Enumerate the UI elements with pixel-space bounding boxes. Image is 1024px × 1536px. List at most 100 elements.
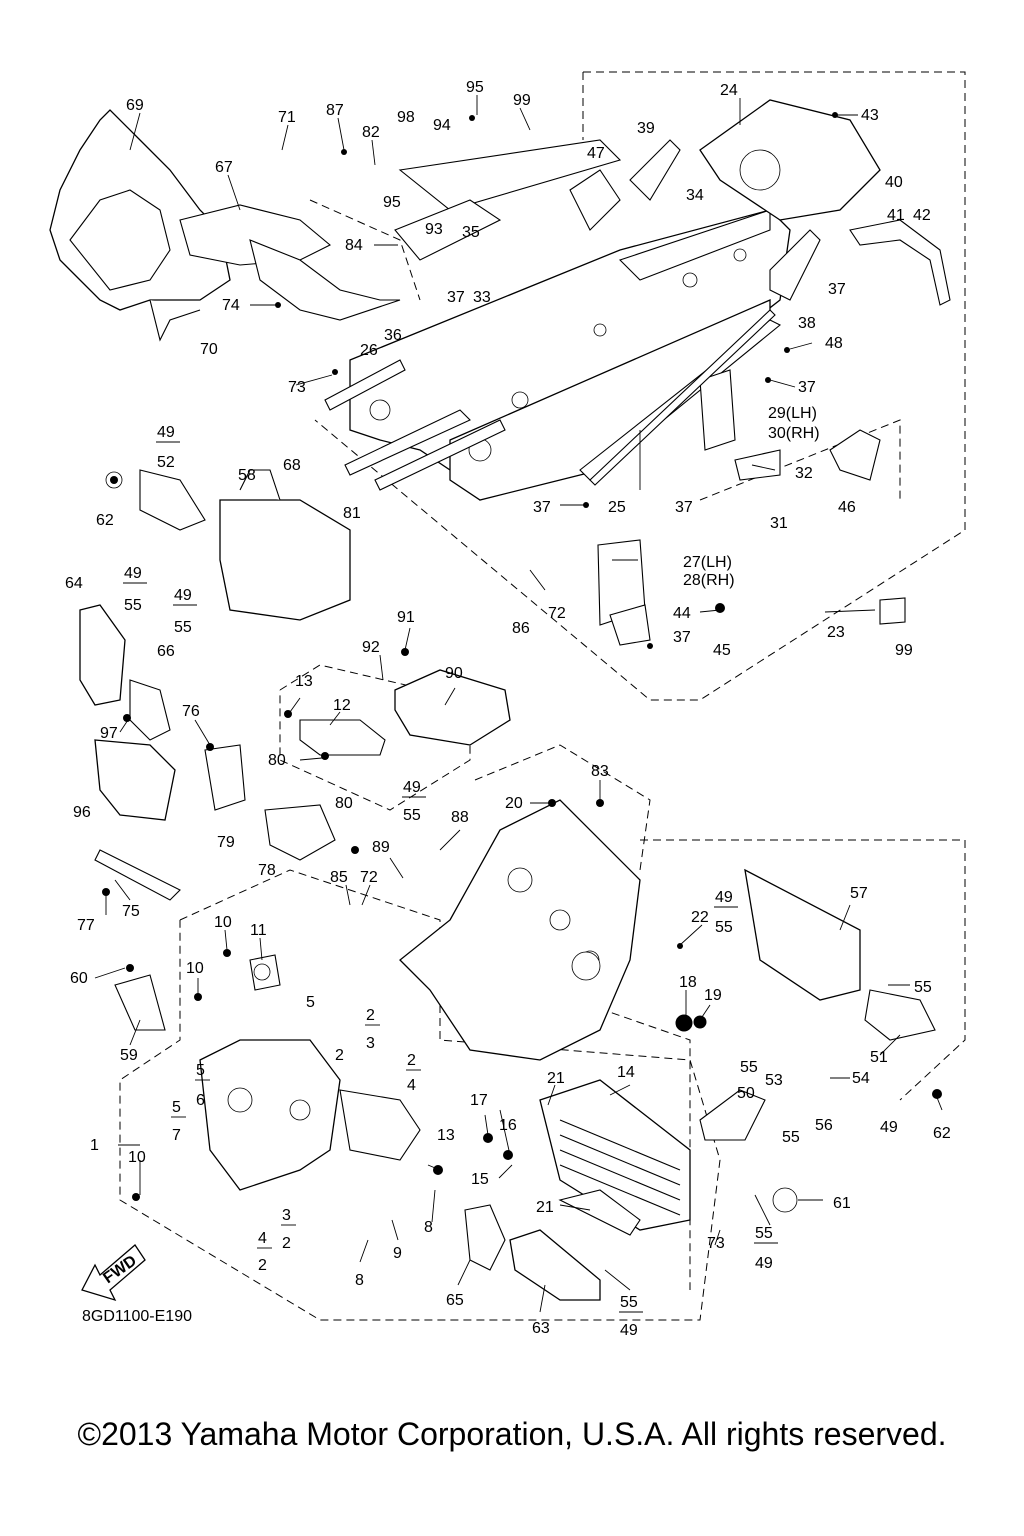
callout-96: 96	[73, 804, 91, 821]
callout-74: 74	[222, 297, 240, 314]
callout-98: 98	[397, 109, 415, 126]
callout-10-b: 10	[186, 960, 204, 977]
callout-2-e: 2	[258, 1257, 267, 1274]
callout-2-b: 2	[335, 1047, 344, 1064]
leader-lines	[94, 95, 943, 1313]
callout-2-c: 2	[407, 1052, 416, 1069]
callout-35: 35	[462, 224, 480, 241]
copyright-notice: ©2013 Yamaha Motor Corporation, U.S.A. A…	[77, 1416, 947, 1452]
front-frame-main	[399, 799, 691, 1231]
callout-4-b: 4	[258, 1230, 267, 1247]
callout-77: 77	[77, 917, 95, 934]
callout-2-d: 2	[282, 1235, 291, 1252]
callout-20: 20	[505, 795, 523, 812]
callout-4-a: 4	[407, 1077, 416, 1094]
callout-37-b: 37	[828, 281, 846, 298]
callout-17: 17	[470, 1092, 488, 1109]
callout-15: 15	[471, 1171, 489, 1188]
callout-37-a: 37	[447, 289, 465, 306]
tunnel-assembly	[349, 139, 791, 501]
callout-58: 58	[238, 467, 256, 484]
callout-49-d: 49	[403, 779, 421, 796]
callout-30rh: 30(RH)	[768, 425, 820, 442]
callout-78: 78	[258, 862, 276, 879]
left-lower-components	[114, 954, 281, 1031]
callout-49-b: 49	[124, 565, 142, 582]
callout-labels: 69 67 71 87 82 98 94 95 99 47 39 24 43 4…	[65, 79, 951, 1339]
slide-rail	[589, 309, 776, 486]
callout-69: 69	[126, 97, 144, 114]
callout-40: 40	[885, 174, 903, 191]
callout-55-g: 55	[740, 1059, 758, 1076]
callout-28rh: 28(RH)	[683, 572, 735, 589]
callout-55-e: 55	[715, 919, 733, 936]
callout-21-a: 21	[547, 1070, 565, 1087]
callout-6: 6	[196, 1092, 205, 1109]
callout-95-top: 95	[466, 79, 484, 96]
callout-42: 42	[913, 207, 931, 224]
callout-93: 93	[425, 221, 443, 238]
callout-73: 73	[707, 1235, 725, 1252]
callout-49-f: 49	[880, 1119, 898, 1136]
callout-97: 97	[100, 725, 118, 742]
callout-39: 39	[637, 120, 655, 137]
callout-55-i: 55	[755, 1225, 773, 1242]
callout-49-h: 49	[620, 1322, 638, 1339]
callout-55-j: 55	[620, 1294, 638, 1311]
callout-16: 16	[499, 1117, 517, 1134]
callout-8-a: 8	[424, 1219, 433, 1236]
callout-21-b: 21	[536, 1199, 554, 1216]
callout-55-f: 55	[914, 979, 932, 996]
callout-70: 70	[200, 341, 218, 358]
callout-12: 12	[333, 697, 351, 714]
callout-5-c: 5	[172, 1099, 181, 1116]
callout-55-c: 55	[174, 619, 192, 636]
callout-94: 94	[433, 117, 451, 134]
callout-82: 82	[362, 124, 380, 141]
callout-49-a: 49	[157, 424, 175, 441]
callout-10-c: 10	[128, 1149, 146, 1166]
callout-34: 34	[686, 187, 704, 204]
callout-7: 7	[172, 1127, 181, 1144]
callout-86: 86	[512, 620, 530, 637]
callout-75: 75	[122, 903, 140, 920]
callout-55-b: 55	[124, 597, 142, 614]
callout-92: 92	[362, 639, 380, 656]
callout-41: 41	[887, 207, 905, 224]
diagram-code: 8GD1100-E190	[82, 1308, 192, 1325]
callout-3-a: 3	[366, 1035, 375, 1052]
callout-59: 59	[120, 1047, 138, 1064]
right-components	[464, 868, 936, 1301]
callout-43: 43	[861, 107, 879, 124]
callout-37-e: 37	[675, 499, 693, 516]
callout-54: 54	[852, 1070, 870, 1087]
callout-23: 23	[827, 624, 845, 641]
callout-32: 32	[795, 465, 813, 482]
callout-67: 67	[215, 159, 233, 176]
callout-71: 71	[278, 109, 296, 126]
front-frame-upper	[94, 669, 511, 901]
callout-60: 60	[70, 970, 88, 987]
callout-91: 91	[397, 609, 415, 626]
callout-3-b: 3	[282, 1207, 291, 1224]
callout-31: 31	[770, 515, 788, 532]
callout-99-top: 99	[513, 92, 531, 109]
callout-46: 46	[838, 499, 856, 516]
callout-brackets	[123, 441, 778, 1313]
front-shroud	[49, 109, 401, 342]
callout-53: 53	[765, 1072, 783, 1089]
callout-19: 19	[704, 987, 722, 1004]
callout-62-a: 62	[96, 512, 114, 529]
callout-57: 57	[850, 885, 868, 902]
callout-45: 45	[713, 642, 731, 659]
callout-13-top: 13	[295, 673, 313, 690]
callout-72-top: 72	[548, 605, 566, 622]
callout-73-top: 73	[288, 379, 306, 396]
callout-8-b: 8	[355, 1272, 364, 1289]
callout-52: 52	[157, 454, 175, 471]
fwd-arrow: FWD	[81, 1244, 146, 1302]
left-components	[79, 469, 351, 821]
callout-47: 47	[587, 145, 605, 162]
callout-80-b: 80	[335, 795, 353, 812]
